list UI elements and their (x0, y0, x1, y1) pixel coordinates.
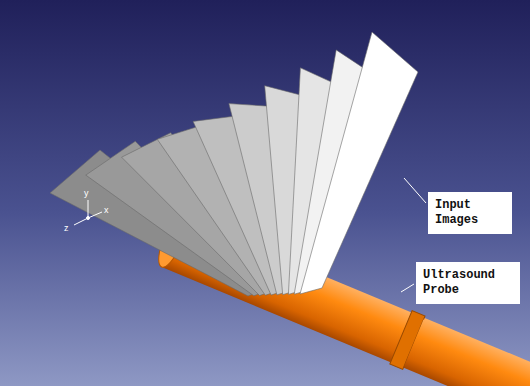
axis-triad (74, 200, 102, 225)
callout-box: Input Images (428, 192, 512, 234)
leader-line (404, 178, 426, 203)
image-plane (300, 32, 418, 294)
leader-line (401, 284, 414, 292)
callout-text: Input Images (435, 198, 505, 228)
axis-label: x (104, 206, 109, 215)
axis-label: z (64, 224, 69, 233)
probe-handle (404, 320, 530, 386)
axis-label: y (84, 189, 89, 198)
callout-box: Ultrasound Probe (416, 262, 520, 304)
callout-text: Ultrasound Probe (423, 268, 513, 298)
image-fan (50, 32, 418, 296)
